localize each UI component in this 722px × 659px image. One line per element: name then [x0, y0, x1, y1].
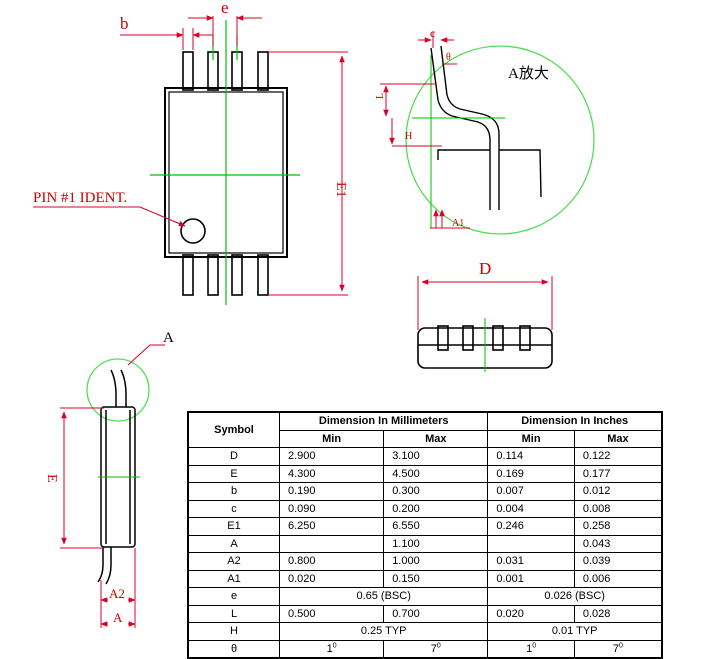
- table-row: E1 6.250 6.550 0.246 0.258: [187, 517, 663, 536]
- table-row: D 2.900 3.100 0.114 0.122: [187, 447, 663, 466]
- row-in-span: 0.01 TYP: [487, 622, 663, 641]
- row-in-max: 70: [573, 639, 663, 659]
- row-mm-max: 0.700: [383, 604, 489, 623]
- row-in-min: 0.114: [487, 447, 575, 466]
- row-in-min: 0.169: [487, 464, 575, 483]
- in-header: Dimension In Inches: [487, 411, 663, 431]
- top-view-centerlines: [150, 20, 300, 305]
- row-in-min: 0.004: [487, 499, 575, 518]
- row-symbol: A2: [187, 552, 280, 571]
- table-row: A1 0.020 0.150 0.001 0.006: [187, 569, 663, 588]
- label-pin1: PIN #1 IDENT.: [33, 190, 127, 206]
- label-E1: E1: [333, 182, 348, 198]
- table-row: b 0.190 0.300 0.007 0.012: [187, 482, 663, 501]
- symbol-header: Symbol: [187, 411, 280, 448]
- row-mm-min: 4.300: [278, 464, 385, 483]
- label-c: c: [430, 26, 435, 40]
- label-b: b: [120, 14, 129, 33]
- row-mm-min: 0.090: [278, 499, 385, 518]
- row-mm-max: 0.150: [383, 569, 489, 588]
- pin1-marker: [180, 218, 206, 244]
- row-mm-min: 2.900: [278, 447, 385, 466]
- row-in-max: 0.012: [573, 482, 663, 501]
- row-mm-span: 0.25 TYP: [278, 622, 489, 641]
- row-symbol: A: [187, 534, 280, 553]
- in-max-header: Max: [573, 429, 663, 448]
- zoom-detail: c θ L H A1 A放大: [375, 26, 595, 235]
- row-mm-min: 6.250: [278, 517, 385, 536]
- row-symbol: A1: [187, 569, 280, 588]
- row-symbol: E1: [187, 517, 280, 536]
- row-in-min: 0.020: [487, 604, 575, 623]
- dimension-table: Symbol Dimension In Millimeters Dimensio…: [187, 411, 663, 659]
- row-mm-max: 0.200: [383, 499, 489, 518]
- label-A: A: [113, 610, 123, 625]
- row-in-max: 0.258: [573, 517, 663, 536]
- row-mm-min: 0.500: [278, 604, 385, 623]
- row-in-max: 0.028: [573, 604, 663, 623]
- row-in-min: 0.246: [487, 517, 575, 536]
- row-symbol: E: [187, 464, 280, 483]
- row-symbol: b: [187, 482, 280, 501]
- row-in-min: 0.007: [487, 482, 575, 501]
- table-row: H 0.25 TYP 0.01 TYP: [187, 622, 663, 641]
- label-e: e: [221, 0, 229, 17]
- label-E: E: [44, 474, 59, 483]
- row-symbol: e: [187, 587, 280, 606]
- label-zoom: A放大: [508, 65, 549, 82]
- row-mm-max: 3.100: [383, 447, 489, 466]
- table-row: E 4.300 4.500 0.169 0.177: [187, 464, 663, 483]
- table-row: L 0.500 0.700 0.020 0.028: [187, 604, 663, 623]
- table-row: A2 0.800 1.000 0.031 0.039: [187, 552, 663, 571]
- row-symbol: D: [187, 447, 280, 466]
- mm-min-header: Min: [278, 429, 385, 448]
- row-in-max: 0.043: [573, 534, 663, 553]
- row-mm-max: 1.000: [383, 552, 489, 571]
- label-H: H: [405, 131, 412, 142]
- front-view: D: [417, 259, 553, 372]
- label-theta: θ: [446, 52, 451, 63]
- label-D: D: [479, 259, 491, 278]
- row-in-span: 0.026 (BSC): [487, 587, 663, 606]
- row-symbol: L: [187, 604, 280, 623]
- table-row: θ 10 70 10 70: [187, 639, 663, 659]
- row-mm-min: 0.800: [278, 552, 385, 571]
- row-mm-max: 0.300: [383, 482, 489, 501]
- row-in-max: 0.008: [573, 499, 663, 518]
- row-mm-span: 0.65 (BSC): [278, 587, 489, 606]
- row-in-max: 0.039: [573, 552, 663, 571]
- row-in-min: 10: [487, 639, 575, 659]
- row-symbol: θ: [187, 639, 280, 659]
- row-symbol: H: [187, 622, 280, 641]
- row-mm-max: 70: [383, 639, 489, 659]
- mm-header: Dimension In Millimeters: [278, 411, 489, 431]
- table-row: c 0.090 0.200 0.004 0.008: [187, 499, 663, 518]
- row-in-max: 0.122: [573, 447, 663, 466]
- row-in-min: 0.001: [487, 569, 575, 588]
- row-in-min: 0.031: [487, 552, 575, 571]
- row-mm-min: [278, 534, 385, 553]
- in-min-header: Min: [487, 429, 575, 448]
- top-view-dims: [33, 15, 348, 296]
- row-in-max: 0.006: [573, 569, 663, 588]
- row-symbol: c: [187, 499, 280, 518]
- row-mm-max: 1.100: [383, 534, 489, 553]
- table-row: e 0.65 (BSC) 0.026 (BSC): [187, 587, 663, 606]
- row-mm-max: 4.500: [383, 464, 489, 483]
- label-A2: A2: [109, 586, 125, 601]
- side-view: A E A2 A: [44, 330, 174, 628]
- label-A-callout: A: [163, 330, 174, 346]
- mm-max-header: Max: [383, 429, 489, 448]
- label-A1: A1: [452, 218, 464, 229]
- row-mm-min: 0.190: [278, 482, 385, 501]
- row-in-min: [487, 534, 575, 553]
- row-mm-min: 0.020: [278, 569, 385, 588]
- row-mm-min: 10: [278, 639, 385, 659]
- row-in-max: 0.177: [573, 464, 663, 483]
- label-L: L: [375, 93, 386, 99]
- row-mm-max: 6.550: [383, 517, 489, 536]
- table-row: A 1.100 0.043: [187, 534, 663, 553]
